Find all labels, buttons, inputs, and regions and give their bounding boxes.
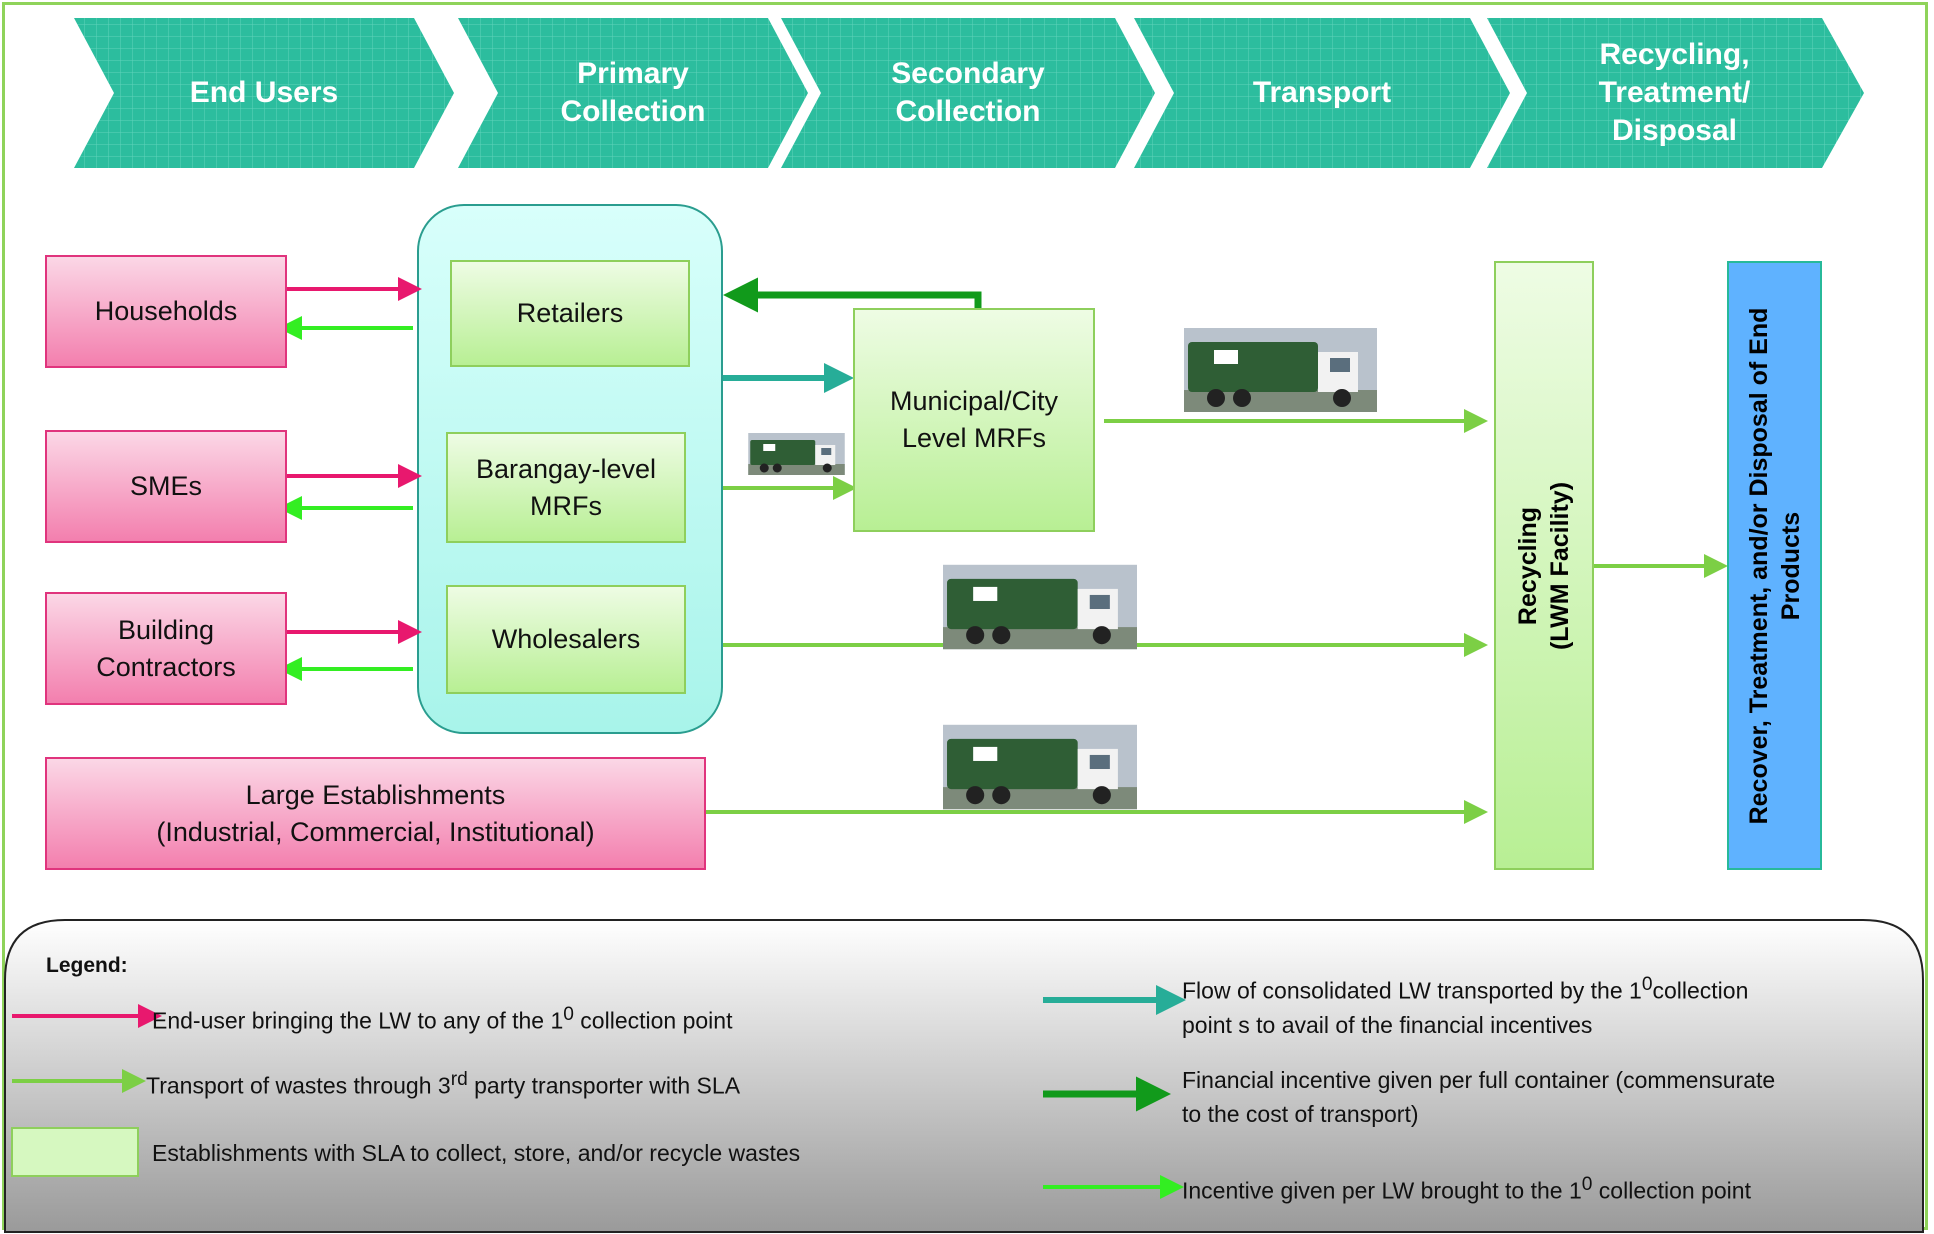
stage-label-end-users: End Users	[189, 76, 339, 109]
legend-financial-text: Financial incentive given per full conta…	[1182, 1067, 1776, 1127]
incentive-arrows	[278, 316, 413, 681]
legend-transport-sup: rd	[450, 1069, 468, 1090]
municipal-mrfs-box: Municipal/City Level MRFs	[853, 308, 1095, 532]
final-disposal-label: Recover, Treatment, and/or Disposal of E…	[1744, 307, 1805, 824]
chevron-shape	[74, 18, 454, 168]
legend-end-user-text-main: End-user bringing the LW to any of the 1	[152, 1007, 564, 1034]
legend-establishments-text: Establishments with SLA to collect, stor…	[152, 1140, 801, 1166]
building-contractors-box: Building Contractors	[45, 592, 287, 705]
chevron-shape	[1134, 18, 1510, 168]
smes-box: SMEs	[45, 430, 287, 543]
financial-incentive-arrow	[723, 277, 982, 313]
stage-label-recycling: Recycling, Treatment/ Disposal	[1598, 38, 1751, 147]
chevron-shape	[1487, 18, 1864, 168]
wholesalers-box: Wholesalers	[446, 585, 686, 694]
chevron-shape	[781, 18, 1155, 168]
legend-incentive-text-main: Incentive given per LW brought to the 1	[1182, 1177, 1582, 1204]
legend-end-user-sup: 0	[563, 1004, 574, 1025]
truck-image	[943, 724, 1137, 810]
end-user-arrows	[287, 277, 422, 644]
legend-incentive-text: Incentive given per LW brought to the 10…	[1182, 1168, 1751, 1208]
legend-flow-text-main: Flow of consolidated LW transported by t…	[1182, 977, 1642, 1004]
barangay-mrfs-box: Barangay-level MRFs	[446, 432, 686, 543]
chevron-shape	[458, 18, 808, 168]
large-establishments-box: Large Establishments (Industrial, Commer…	[45, 757, 706, 870]
legend-flow-text-after: collection point s to avail of the finan…	[1182, 977, 1749, 1038]
legend-establishment-swatch	[11, 1127, 139, 1177]
stage-chevrons	[74, 18, 1864, 168]
legend-transport-text-main: Transport of wastes through 3	[146, 1072, 451, 1099]
households-box: Households	[45, 255, 287, 368]
legend-incentive-sup: 0	[1581, 1174, 1593, 1195]
retailers-box: Retailers	[450, 260, 690, 367]
legend-flow-text: Flow of consolidated LW transported by t…	[1182, 968, 1748, 1042]
truck-image	[1184, 328, 1377, 412]
legend-transport-text-after: party transporter with SLA	[467, 1072, 741, 1099]
truck-image	[748, 433, 845, 475]
stage-label-transport: Transport	[1252, 76, 1392, 109]
recycling-facility-box: Recycling (LWM Facility)	[1494, 261, 1594, 870]
stage-label-secondary-collection: Secondary Collection	[891, 57, 1045, 128]
legend-end-user-text-after: collection point	[573, 1007, 733, 1034]
legend-flow-sup: 0	[1641, 974, 1653, 995]
recycling-facility-label: Recycling (LWM Facility)	[1514, 481, 1574, 650]
stage-label-primary-collection: Primary Collection	[560, 57, 706, 128]
legend-transport-text: Transport of wastes through 3rd party tr…	[146, 1063, 740, 1103]
final-disposal-box: Recover, Treatment, and/or Disposal of E…	[1727, 261, 1822, 870]
legend-incentive-text-after: collection point	[1592, 1177, 1751, 1204]
legend-box	[4, 919, 1924, 1233]
truck-image	[943, 564, 1137, 650]
legend-end-user-text: End-user bringing the LW to any of the 1…	[152, 998, 732, 1038]
legend-title: Legend:	[46, 954, 128, 977]
